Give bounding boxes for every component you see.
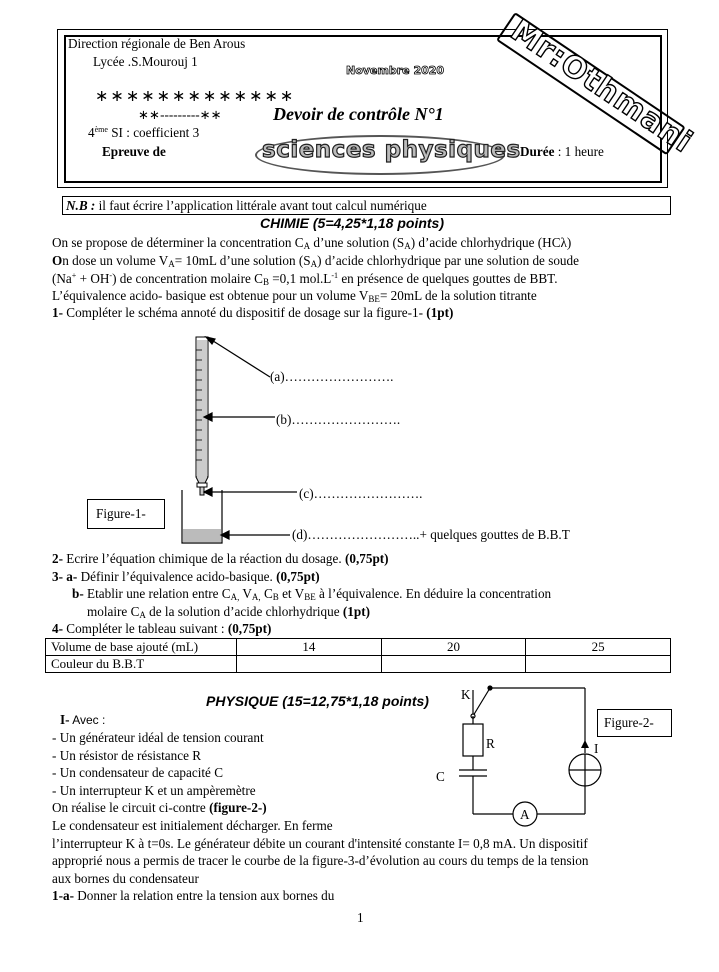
table-cell-couleur-3[interactable] [525,655,671,673]
question-3a: 3- a- Définir l’équivalence acido-basiqu… [52,569,320,584]
chimie-intro-line-3: (Na+ + OH-) de concentration molaire CB … [52,271,558,287]
circuit-label-c: C [436,769,445,784]
header-inner-frame [64,35,662,183]
table-row: Volume de base ajouté (mL) 14 20 25 [45,638,671,656]
header-direction: Direction régionale de Ben Arous [68,36,246,51]
burette-liquid [197,340,207,477]
label-c: (c)……………………. [299,486,423,501]
list-item: - Un interrupteur K et un ampèremètre [52,783,256,798]
physique-paragraph-4: aux bornes du condensateur [52,871,199,886]
chimie-intro-line-1: On se propose de déterminer la concentra… [52,235,572,251]
header-duree: Durée : 1 heure [520,144,604,159]
page-number: 1 [357,910,364,925]
header-class: 4ème SI : coefficient 3 [88,125,200,140]
burette-stopcock [196,482,208,488]
table-header-couleur: Couleur du B.B.T [45,655,237,673]
header-stars-2: ∗∗---------∗∗ [138,107,222,122]
circuit-sentence: On réalise le circuit ci-contre (figure-… [52,800,267,815]
arrow-c-head [202,487,213,497]
circuit-label-i: I [594,741,599,756]
table-header-volume: Volume de base ajouté (mL) [45,638,237,656]
table-cell-volume-3: 25 [525,638,671,656]
switch-contact [487,685,493,691]
physique-paragraph-1: Le condensateur est initialement décharg… [52,818,333,833]
header-stars: ∗∗∗∗∗∗∗∗∗∗∗∗∗ [95,88,296,105]
header-epreuve: Epreuve de [102,144,166,159]
beaker-solution [183,529,221,542]
chimie-intro-line-2: On dose un volume VA= 10mL d’une solutio… [52,253,579,269]
question-3b: b- Etablir une relation entre CA, VA, CB… [72,586,552,602]
question-3b-line-2: molaire CA de la solution d’acide chlorh… [87,604,371,620]
chimie-title: CHIMIE (5=4,25*1,18 points) [260,215,445,231]
table-cell-couleur-2[interactable] [380,655,527,673]
question-4: 4- Compléter le tableau suivant : (0,75p… [52,621,272,636]
resistor-symbol [462,723,484,757]
list-item: - Un résistor de résistance R [52,748,202,763]
titration-apparatus [181,336,297,544]
header-date: Novembre 2020 [346,64,445,78]
circuit-diagram [459,685,602,827]
beaker [181,490,223,544]
arrow-b-head [202,412,213,422]
table-cell-volume-2: 20 [380,638,527,656]
circuit-label-a: A [520,807,530,822]
circuit-label-r: R [486,736,495,751]
header-lycee: Lycée .S.Mourouj 1 [93,54,198,69]
figure-1-label: Figure-1- [96,506,146,521]
arrow-a [209,338,271,378]
page-title: Devoir de contrôle N°1 [273,104,444,124]
physique-paragraph-3: approprié nous a permis de tracer le cou… [52,853,589,868]
physique-part-1: I- Avec : [60,712,106,727]
table-cell-couleur-1[interactable] [236,655,382,673]
switch-k-blade [472,687,491,717]
arrow-d-head [219,530,230,540]
label-d: (d)……………………..+ quelques gouttes de B.B.T [292,527,570,542]
current-arrow [581,740,589,748]
figure-2-label: Figure-2- [604,715,654,730]
chimie-intro-line-4: L’équivalence acido- basique est obtenue… [52,288,537,304]
subject-wordart: sciences physiques [261,136,521,163]
label-b: (b)……………………. [276,412,401,427]
figure-2-box [597,709,672,737]
list-item: - Un condensateur de capacité C [52,765,223,780]
question-1: 1- Compléter le schéma annoté du disposi… [52,305,454,320]
subject-ellipse [255,135,505,175]
figure-1-box [87,499,165,529]
circuit-label-k: K [461,687,471,702]
nb-note: N.B : il faut écrire l’application litté… [66,198,427,213]
arrow-a-head [204,336,216,346]
label-a: (a)……………………. [270,369,394,384]
physique-paragraph-2: l’interrupteur K à t=0s. Le générateur d… [52,836,588,851]
burette-graduations [196,349,202,461]
nb-box [62,196,671,215]
question-physique-1a: 1-a- Donner la relation entre la tension… [52,888,335,903]
table-cell-volume-1: 14 [236,638,382,656]
table-row: Couleur du B.B.T [45,655,671,673]
physique-title: PHYSIQUE (15=12,75*1,18 points) [206,693,429,709]
question-2: 2- Ecrire l’équation chimique de la réac… [52,551,389,566]
bbt-table: Volume de base ajouté (mL) 14 20 25 Coul… [45,638,671,673]
list-item: - Un générateur idéal de tension courant [52,730,264,745]
header-outer-frame [57,29,668,188]
